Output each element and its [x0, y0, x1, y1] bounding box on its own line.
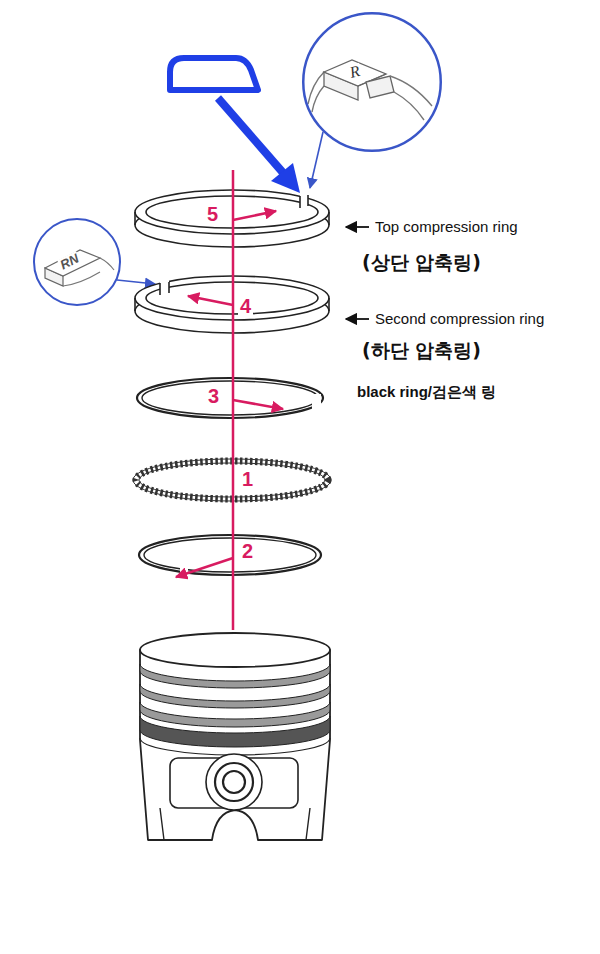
- ring-detail: [63, 272, 100, 286]
- callout-number: 5: [205, 204, 220, 224]
- oil-rail: [137, 378, 323, 418]
- ring-gap: [160, 272, 169, 302]
- callout-number: 2: [240, 541, 255, 561]
- pin-recess: [170, 758, 298, 808]
- ring-detail: [394, 92, 424, 120]
- pin-bore: [223, 771, 245, 793]
- oil-rail: [139, 535, 321, 575]
- ring-groove: [140, 702, 330, 727]
- callout-number: 1: [240, 469, 255, 489]
- part-name: Top compression ring: [375, 218, 518, 235]
- ring-gap: [168, 282, 170, 293]
- pointer-arrow: [346, 318, 369, 320]
- ring-profile-symbol: [170, 58, 258, 90]
- ring-detail: [100, 258, 114, 270]
- ring-groove: [140, 684, 330, 708]
- piston-crown: [140, 633, 330, 667]
- pointer-arrow: [346, 226, 369, 228]
- skirt-edge: [160, 808, 164, 840]
- gap-direction-arrow: [188, 296, 233, 305]
- oil-rail: [144, 538, 316, 572]
- direction-arrow-head: [271, 163, 300, 193]
- gap-direction-arrow: [233, 211, 276, 220]
- ring-note: black ring/검은색 링: [357, 383, 496, 400]
- ring-gap: [299, 196, 301, 208]
- callout-circle: [34, 219, 120, 305]
- magnifier-callout: R: [302, 12, 442, 152]
- leader-arrow: [117, 280, 155, 284]
- ring-gap: [312, 394, 321, 414]
- ring-gap: [300, 185, 308, 215]
- callout-circle: [303, 13, 441, 151]
- second-ring: [134, 298, 136, 311]
- part-name-korean: (하단 압축링): [362, 340, 481, 362]
- ring-gap: [159, 283, 161, 295]
- callout-outline: [302, 12, 442, 152]
- magnifier-callout: RN: [33, 218, 121, 306]
- ring-end-top: [45, 250, 100, 276]
- part-name: Second compression ring: [375, 310, 544, 327]
- ring-detail: [390, 76, 432, 106]
- top-ring: [134, 212, 136, 225]
- pin-boss: [206, 754, 262, 810]
- gap-direction-arrow: [176, 558, 233, 577]
- piston-edge: [140, 738, 330, 755]
- oil-groove: [140, 716, 330, 747]
- leader-arrow: [310, 132, 323, 188]
- pin-boss: [215, 763, 253, 801]
- top-ring: [328, 212, 330, 225]
- oil-rail: [142, 381, 318, 415]
- second-ring: [328, 298, 330, 311]
- callout-number: 3: [206, 386, 221, 406]
- ring-end-face: [366, 76, 394, 98]
- gap-direction-arrow: [233, 400, 283, 409]
- skirt-edge: [306, 808, 310, 840]
- ring-detail: [312, 86, 324, 112]
- piston-body: [140, 650, 330, 840]
- ring-mark: R: [347, 63, 362, 81]
- part-name-korean: (상단 압축링): [362, 252, 481, 274]
- ring-gap: [307, 195, 309, 206]
- direction-arrow: [218, 98, 285, 175]
- ring-mark: RN: [57, 251, 81, 272]
- callout-number: 4: [238, 296, 253, 316]
